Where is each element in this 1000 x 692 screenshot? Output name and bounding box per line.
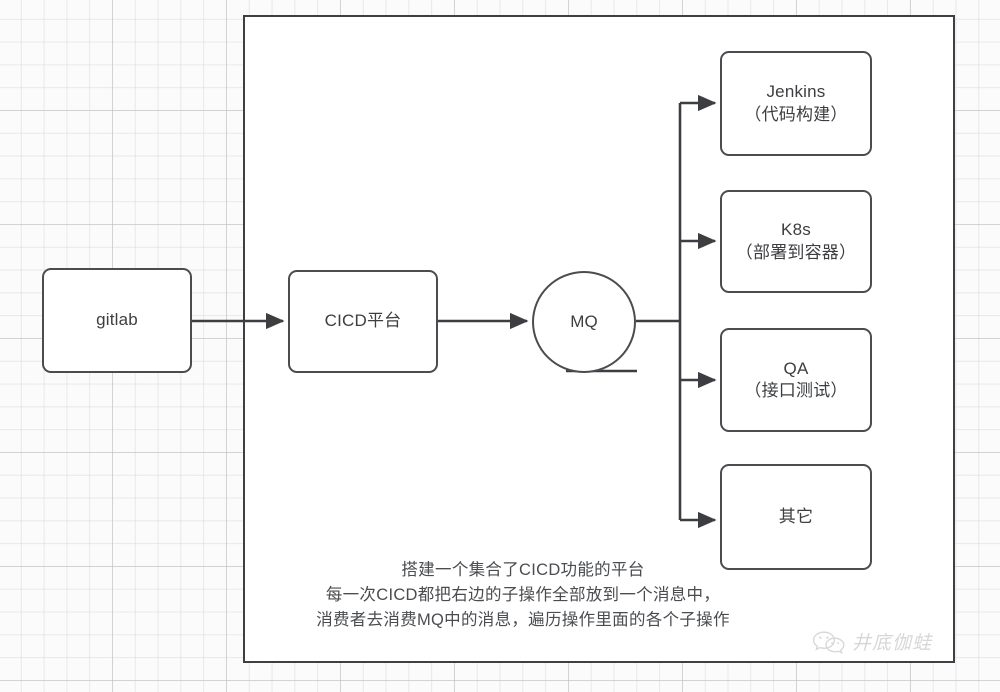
watermark: 井底伽蛙 [812, 628, 932, 655]
node-other[interactable]: 其它 [720, 464, 872, 570]
node-jenkins-subtitle: （代码构建） [744, 104, 848, 124]
caption-line-2: 每一次CICD都把右边的子操作全部放到一个消息中， [325, 586, 721, 605]
watermark-text: 井底伽蛙 [852, 633, 933, 654]
node-mq-label: MQ [570, 312, 598, 331]
node-qa[interactable]: QA （接口测试） [720, 328, 872, 432]
caption-line-1: 搭建一个集合了CICD功能的平台 [401, 561, 645, 579]
node-other-label: 其它 [778, 506, 814, 526]
node-cicd-platform-label: CICD平台 [324, 311, 402, 331]
node-gitlab-label: gitlab [96, 310, 138, 330]
node-jenkins[interactable]: Jenkins （代码构建） [720, 51, 872, 156]
node-k8s-subtitle: （部署到容器） [735, 242, 857, 262]
node-k8s[interactable]: K8s （部署到容器） [720, 190, 872, 293]
node-qa-title: QA [783, 358, 809, 378]
caption-line-3: 消费者去消费MQ中的消息，遍历操作里面的各个子操作 [316, 611, 730, 630]
wechat-icon [812, 631, 845, 654]
node-mq[interactable]: MQ [532, 271, 636, 373]
diagram-caption: 搭建一个集合了CICD功能的平台 每一次CICD都把右边的子操作全部放到一个消息… [243, 558, 803, 633]
node-jenkins-title: Jenkins [766, 82, 826, 102]
node-gitlab[interactable]: gitlab [42, 268, 192, 373]
node-qa-subtitle: （接口测试） [744, 381, 848, 400]
node-cicd-platform[interactable]: CICD平台 [288, 270, 438, 373]
node-k8s-title: K8s [781, 220, 811, 240]
